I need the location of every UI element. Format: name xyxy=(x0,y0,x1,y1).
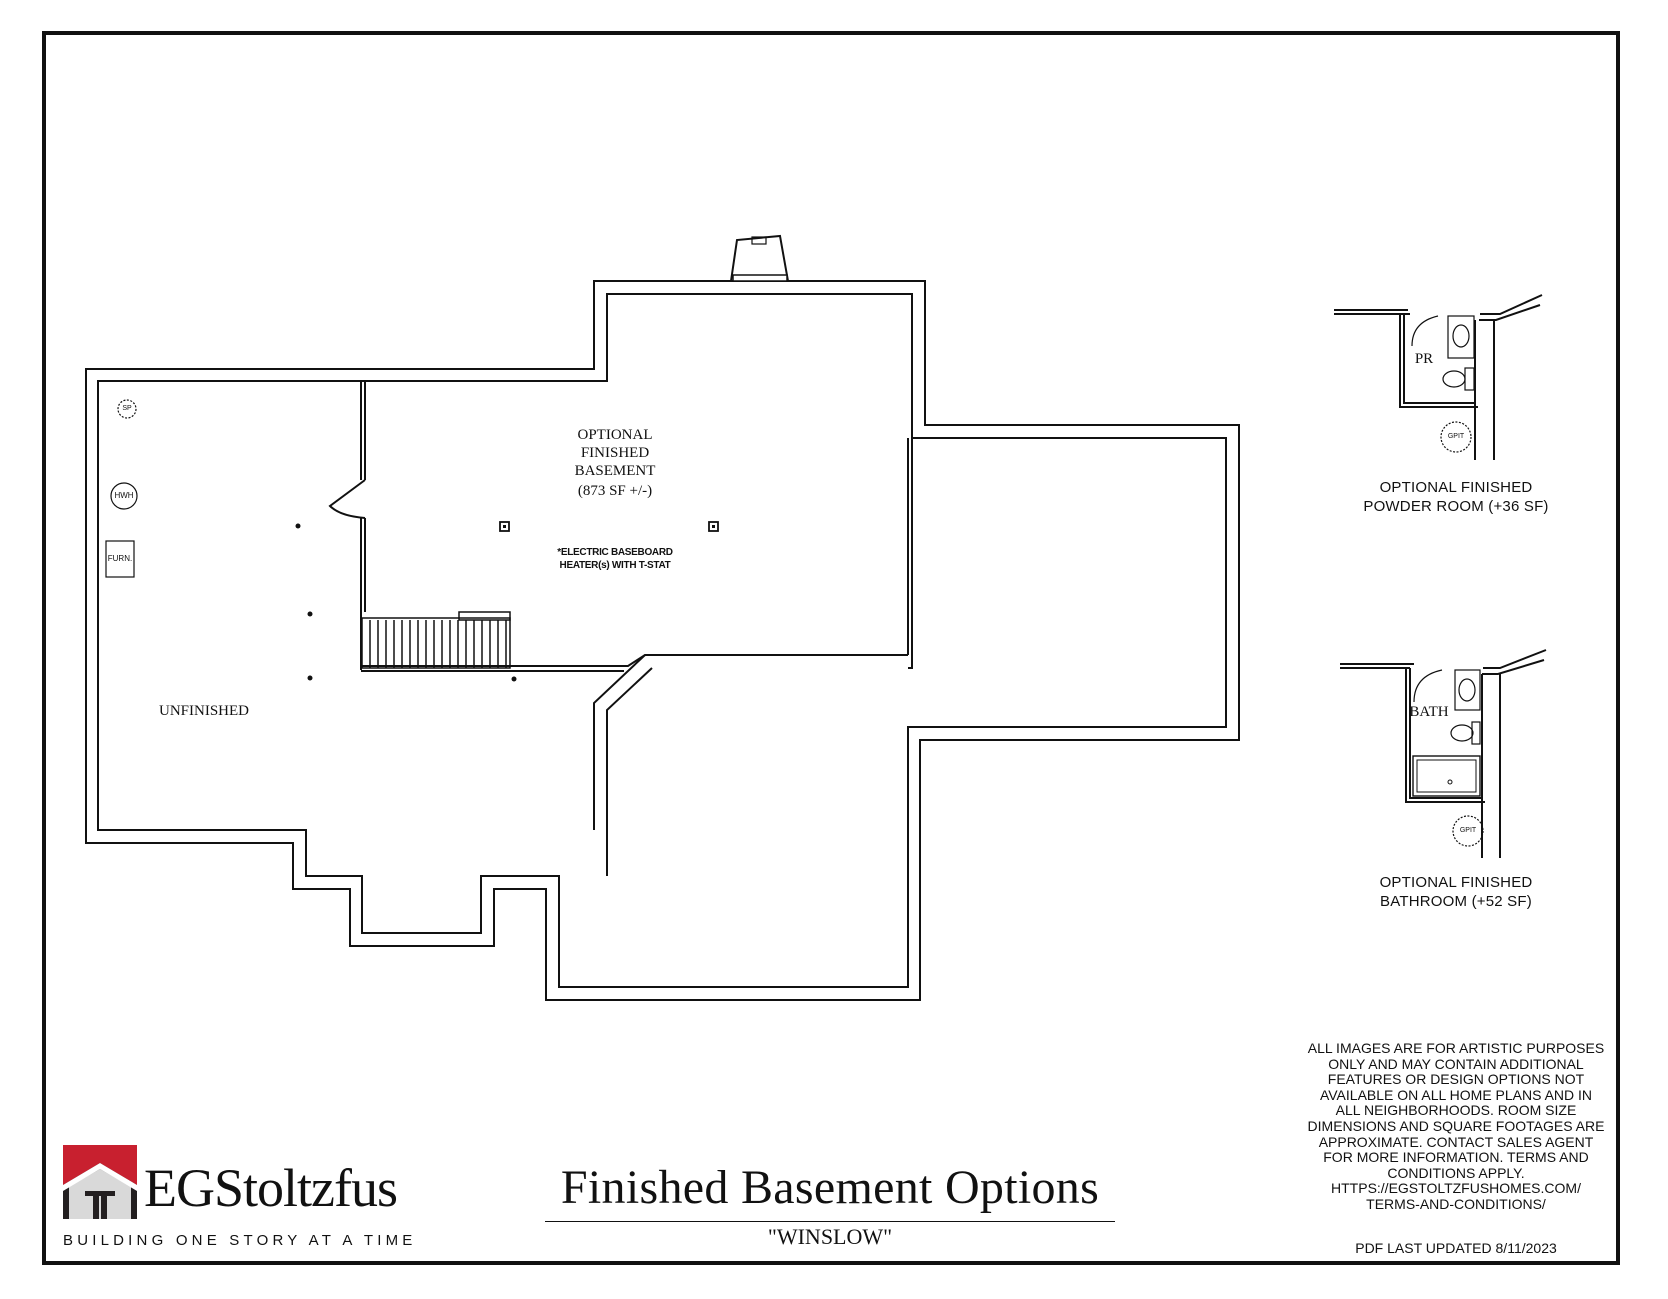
egstoltzfus-logo-icon xyxy=(63,1145,137,1219)
bathroom-label: BATH xyxy=(1409,704,1449,720)
sump-pump-label: SP xyxy=(122,405,132,412)
powder-room-gpit: GPIT xyxy=(1447,433,1465,440)
bathroom-gpit: GPIT xyxy=(1459,827,1477,834)
powder-room-caption: OPTIONAL FINISHED POWDER ROOM (+36 SF) xyxy=(1336,478,1576,516)
angled-wall-2 xyxy=(606,667,653,876)
outer-foundation-wall xyxy=(85,280,1240,1001)
powder-room-caption-line2: POWDER ROOM (+36 SF) xyxy=(1363,498,1549,515)
electric-heater-note: *ELECTRIC BASEBOARD HEATER(s) WITH T-STA… xyxy=(557,547,673,571)
bathroom-caption-line2: BATHROOM (+52 SF) xyxy=(1380,893,1532,910)
optional-finished-basement-area: (873 SF +/-) xyxy=(577,483,653,499)
finished-area-bottom-wall xyxy=(361,654,908,667)
title-underline xyxy=(545,1221,1115,1222)
water-heater-symbol xyxy=(110,482,138,510)
sheet-border xyxy=(42,31,1620,1265)
baseboard-heaters xyxy=(499,521,719,532)
support-posts xyxy=(295,523,517,682)
right-wing-divider xyxy=(907,438,913,669)
door-swing xyxy=(328,479,366,519)
brand-name: EGStoltzfus xyxy=(144,1158,398,1218)
water-heater-label: HWH xyxy=(114,491,134,500)
bathroom-caption: OPTIONAL FINISHED BATHROOM (+52 SF) xyxy=(1336,873,1576,911)
powder-room-caption-line1: OPTIONAL FINISHED xyxy=(1379,479,1533,496)
bathroom-caption-line1: OPTIONAL FINISHED xyxy=(1379,874,1533,891)
pdf-updated-date: PDF LAST UPDATED 8/11/2023 xyxy=(1355,1240,1557,1256)
furnace-symbol xyxy=(105,540,135,578)
unfinished-label: UNFINISHED xyxy=(159,703,249,719)
stairs xyxy=(361,611,511,669)
angled-wall xyxy=(593,654,646,830)
disclaimer-text: ALL IMAGES ARE FOR ARTISTIC PURPOSES ONL… xyxy=(1307,1040,1605,1212)
inner-foundation-wall xyxy=(97,293,1227,988)
powder-room-option xyxy=(1334,294,1543,460)
bathroom-option xyxy=(1340,649,1547,858)
sump-pump-symbol xyxy=(117,399,137,419)
optional-finished-basement-label: OPTIONAL FINISHED BASEMENT xyxy=(574,427,656,479)
brand-tagline: BUILDING ONE STORY AT A TIME xyxy=(63,1232,417,1249)
plan-name: "WINSLOW" xyxy=(767,1224,893,1249)
furnace-label: FURN. xyxy=(107,554,133,563)
powder-room-label: PR xyxy=(1414,351,1434,367)
page-title: Finished Basement Options xyxy=(560,1161,1100,1214)
window-well-sill xyxy=(732,274,788,282)
window-well-vent xyxy=(751,236,767,245)
